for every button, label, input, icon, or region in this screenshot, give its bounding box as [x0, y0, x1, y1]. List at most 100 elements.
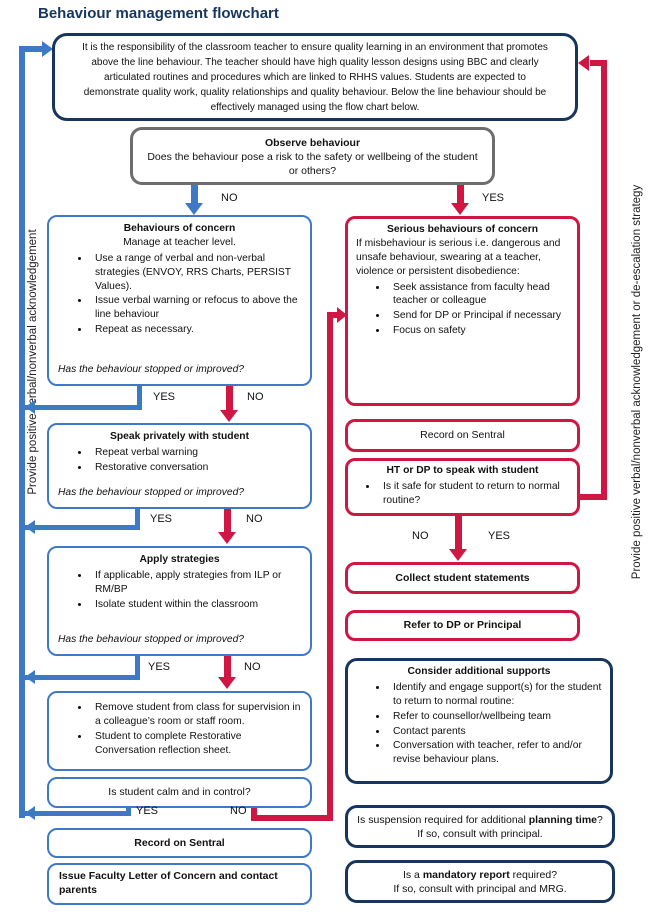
label-calm-yes: YES	[136, 805, 159, 817]
box-text-post: ? If so, consult with principal.	[417, 814, 603, 841]
intro-text: It is the responsibility of the classroo…	[82, 41, 548, 113]
label-calm-no: NO	[230, 805, 247, 817]
side-label-right: Provide positive verbal/nonverbal acknow…	[631, 184, 643, 580]
label-observe-yes: YES	[482, 192, 505, 204]
box-text: Collect student statements	[395, 571, 530, 584]
consider-supports-box: Consider additional supports Identify an…	[345, 658, 613, 784]
arrowhead-apply-yes	[25, 670, 35, 684]
box-text: If misbehaviour is serious i.e. dangerou…	[356, 237, 561, 277]
flow-line-escalation	[327, 312, 333, 821]
bullet-list: Remove student from class for supervisio…	[58, 701, 301, 758]
bullet-item: Remove student from class for supervisio…	[90, 701, 301, 729]
remove-student-box: Remove student from class for supervisio…	[47, 691, 312, 771]
bullet-item: Use a range of verbal and non-verbal str…	[90, 252, 301, 294]
label-concern-no: NO	[247, 391, 264, 403]
bullet-item: Focus on safety	[388, 324, 569, 338]
arrowhead-observe-yes	[451, 203, 469, 215]
box-text-post: required?	[509, 869, 558, 881]
label-speak-no: NO	[246, 513, 263, 525]
flow-line-calm-yes	[25, 811, 131, 816]
box-text: Is student calm and in control?	[108, 786, 251, 799]
box-text-line1: Is a mandatory report required?	[356, 868, 604, 882]
arrowhead-concern-no	[220, 410, 238, 422]
box-question: Has the behaviour stopped or improved?	[58, 634, 245, 646]
bullet-item: Identify and engage support(s) for the s…	[388, 681, 602, 709]
record-on-sentral-right-box: Record on Sentral	[345, 419, 580, 452]
flow-line-observe-no	[191, 185, 198, 204]
label-observe-no: NO	[221, 192, 238, 204]
bullet-list: Use a range of verbal and non-verbal str…	[58, 252, 301, 338]
label-htdp-yes: YES	[488, 530, 511, 542]
arrowhead-concern-yes	[25, 400, 35, 414]
intro-box: It is the responsibility of the classroo…	[52, 33, 578, 121]
flow-line-apply-no	[224, 656, 231, 678]
flow-line-apply-yes	[135, 655, 140, 680]
arrowhead-observe-no	[185, 203, 203, 215]
collect-statements-box: Collect student statements	[345, 562, 580, 594]
bullet-item: Conversation with teacher, refer to and/…	[388, 739, 602, 767]
observe-text: Does the behaviour pose a risk to the sa…	[147, 151, 478, 178]
arrowhead-into-intro-right	[578, 55, 589, 71]
bullet-list: Repeat verbal warning Restorative conver…	[58, 446, 301, 476]
label-htdp-no: NO	[412, 530, 429, 542]
flow-line-concern-yes	[137, 386, 142, 410]
box-title: HT or DP to speak with student	[386, 465, 539, 476]
box-question: Has the behaviour stopped or improved?	[58, 487, 245, 499]
flow-line-observe-yes	[457, 185, 464, 204]
arrowhead-calm-yes	[25, 806, 35, 820]
bullet-item: Issue verbal warning or refocus to above…	[90, 294, 301, 322]
flow-line-escalation-top	[327, 312, 339, 318]
student-calm-box: Is student calm and in control?	[47, 777, 312, 808]
ht-dp-speak-box: HT or DP to speak with student Is it saf…	[345, 458, 580, 516]
flow-line-calm-no-stub	[251, 807, 257, 820]
bullet-item: Repeat as necessary.	[90, 323, 301, 337]
box-text: Issue Faculty Letter of Concern and cont…	[59, 870, 278, 897]
observe-box: Observe behaviour Does the behaviour pos…	[130, 127, 495, 185]
bullet-item: Student to complete Restorative Conversa…	[90, 730, 301, 758]
bullet-item: Restorative conversation	[90, 461, 301, 475]
side-label-left: Provide positive verbal/nonverbal acknow…	[27, 229, 39, 495]
box-text-line2: If so, consult with principal and MRG.	[393, 883, 567, 896]
box-text-pre: Is a	[402, 869, 423, 881]
flow-line-htdp-down	[455, 516, 462, 550]
label-apply-yes: YES	[148, 661, 171, 673]
serious-behaviours-box: Serious behaviours of concern If misbeha…	[345, 216, 580, 406]
box-text-bold: planning time	[528, 814, 597, 826]
bullet-item: If applicable, apply strategies from ILP…	[90, 569, 301, 597]
flow-line-left-main	[19, 46, 25, 818]
box-question: Has the behaviour stopped or improved?	[58, 364, 245, 376]
flow-line-right-main	[601, 60, 607, 500]
apply-strategies-box: Apply strategies If applicable, apply st…	[47, 546, 312, 656]
bullet-item: Send for DP or Principal if necessary	[388, 309, 569, 323]
page-title: Behaviour management flowchart	[38, 5, 279, 22]
flow-line-left-top	[22, 46, 44, 52]
flow-line-calm-no	[251, 815, 333, 821]
flow-line-right-top	[590, 60, 607, 66]
bullet-item: Repeat verbal warning	[90, 446, 301, 460]
label-apply-no: NO	[244, 661, 261, 673]
record-on-sentral-left-box: Record on Sentral	[47, 828, 312, 858]
box-text: Record on Sentral	[134, 836, 225, 849]
bullet-item: Seek assistance from faculty head teache…	[388, 281, 569, 309]
box-text: Refer to DP or Principal	[403, 619, 522, 632]
bullet-list: If applicable, apply strategies from ILP…	[58, 569, 301, 613]
behaviours-of-concern-box: Behaviours of concern Manage at teacher …	[47, 215, 312, 386]
speak-privately-box: Speak privately with student Repeat verb…	[47, 423, 312, 509]
arrowhead-htdp-down	[449, 549, 467, 561]
box-title: Consider additional supports	[407, 666, 551, 677]
arrowhead-speak-yes	[25, 520, 35, 534]
box-title: Behaviours of concern	[123, 223, 236, 234]
box-title: Speak privately with student	[109, 431, 250, 442]
bullet-item: Is it safe for student to return to norm…	[378, 480, 571, 508]
refer-dp-principal-box: Refer to DP or Principal	[345, 610, 580, 641]
arrowhead-into-intro-left	[42, 41, 53, 57]
flow-line-speak-no	[224, 509, 231, 533]
flow-line-speak-yes	[25, 525, 140, 530]
arrowhead-apply-no	[218, 677, 236, 689]
bullet-list: Is it safe for student to return to norm…	[354, 480, 571, 508]
bullet-item: Refer to counsellor/wellbeing team	[388, 710, 602, 724]
box-text: Record on Sentral	[420, 429, 505, 442]
flow-line-right-from-htdp	[580, 494, 607, 500]
flow-line-concern-no	[226, 386, 233, 411]
